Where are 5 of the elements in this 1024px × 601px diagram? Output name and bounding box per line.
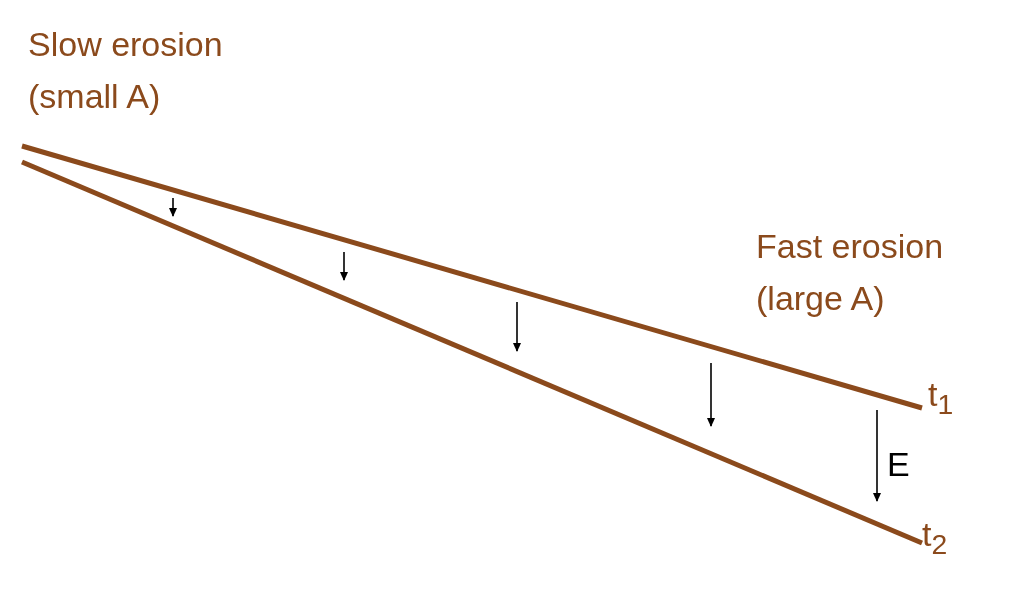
slope-label: Fast erosion (large A) bbox=[756, 226, 945, 319]
time-label: t$_{1}$ bbox=[928, 374, 955, 422]
slope-label: Slow erosion (small A) bbox=[28, 24, 224, 117]
time-label: t$_{2}$ bbox=[922, 514, 949, 562]
erosion-label: E bbox=[887, 444, 911, 485]
